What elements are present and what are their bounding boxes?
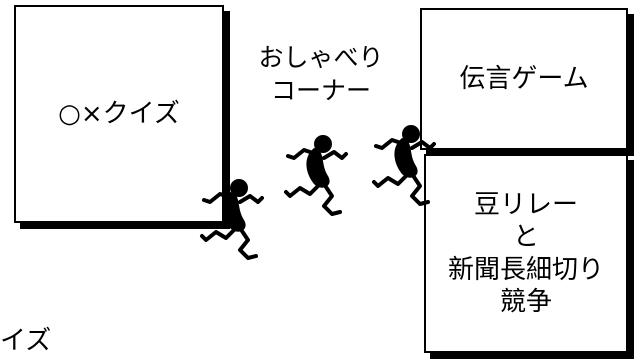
quiz-box: ○×クイズ [14, 5, 224, 223]
bottom-text-fragment: イズ [0, 326, 52, 356]
bean-relay-label: 豆リレー と 新聞長細切り 競争 [448, 189, 604, 319]
chat-corner-line: おしゃべり [258, 43, 384, 72]
chat-corner-label: おしゃべり コーナー [246, 42, 396, 107]
message-game-box: 伝言ゲーム [420, 8, 628, 150]
chat-corner-line: コーナー [270, 75, 371, 105]
runner-icon [284, 135, 348, 216]
runner-icon [372, 125, 436, 206]
bean-relay-line: と [512, 222, 539, 252]
message-game-label: 伝言ゲーム [459, 63, 589, 94]
bean-relay-line: 新聞長細切り [447, 254, 604, 285]
bean-relay-box: 豆リレー と 新聞長細切り 競争 [424, 154, 628, 353]
runner-icon [200, 179, 264, 260]
bean-relay-line: 豆リレー [473, 189, 578, 220]
quiz-label: ○×クイズ [58, 98, 180, 129]
bean-relay-line: 競争 [499, 287, 552, 317]
